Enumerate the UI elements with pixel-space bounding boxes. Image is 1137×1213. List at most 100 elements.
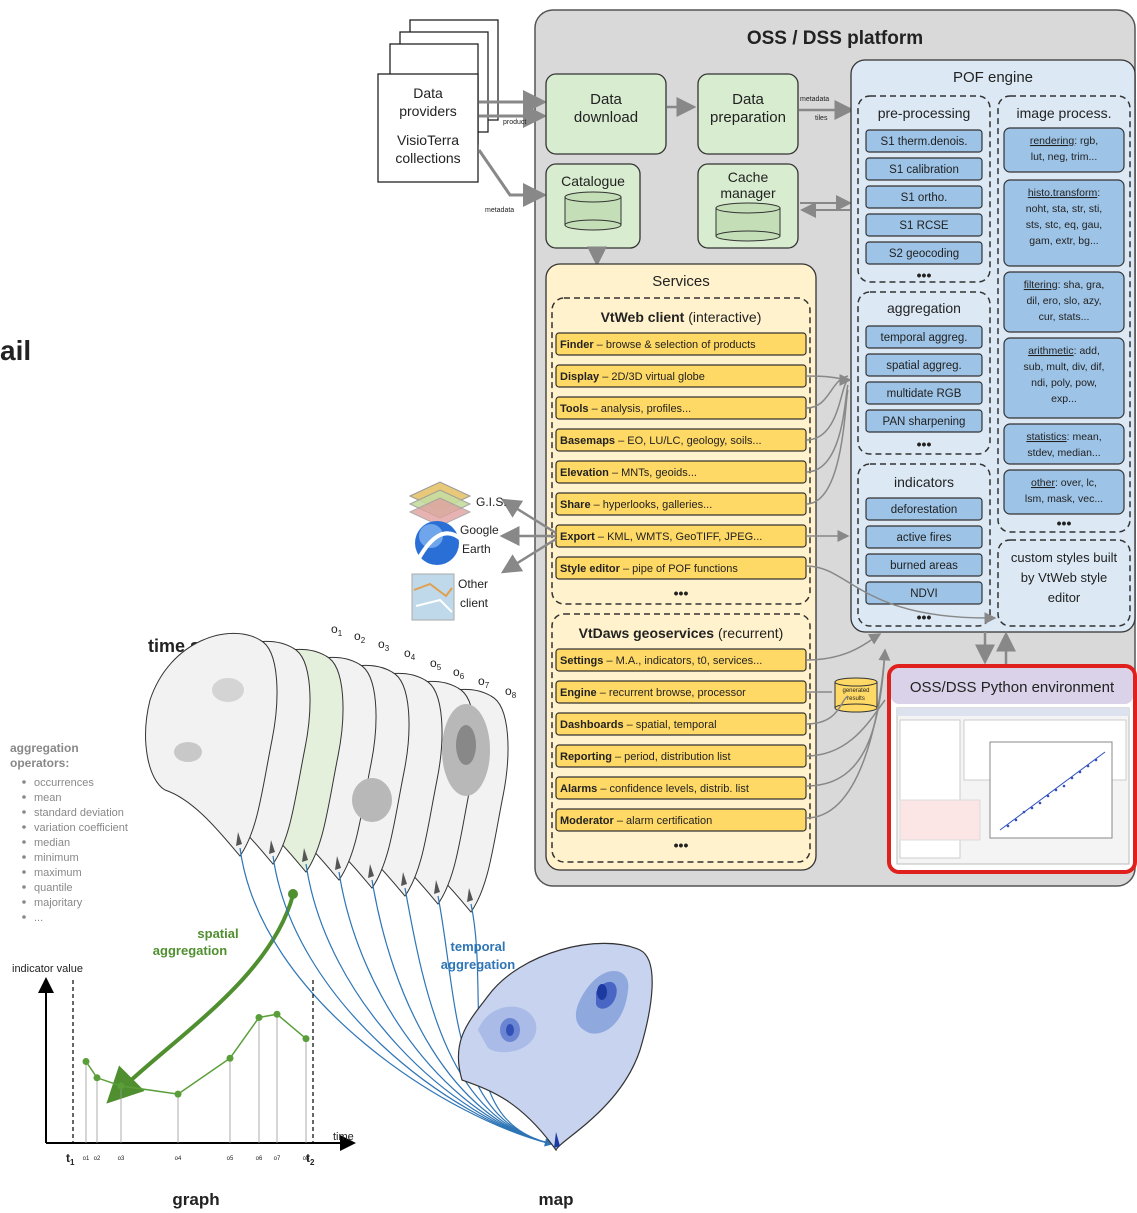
service-connectors: [805, 373, 997, 819]
layer-pixel: [335, 856, 341, 870]
image-process-group: [997, 95, 1131, 533]
agg-op-item: occurrences: [34, 777, 94, 789]
agg-op-item: standard deviation: [34, 807, 124, 819]
google-earth-icon: [415, 521, 464, 565]
image-process-block-title: histo.transform:: [1028, 187, 1100, 199]
preparation-line2: preparation: [710, 109, 786, 126]
vtweb-item-text: Share – hyperlooks, galleries...: [560, 499, 712, 511]
agg-op-item: median: [34, 837, 70, 849]
graph-tick-label: o3: [118, 1156, 125, 1162]
layer-pixel: [302, 848, 308, 862]
vtdaws-item-text: Moderator – alarm certification: [560, 815, 712, 827]
graph-tick-label: o2: [94, 1156, 101, 1162]
catalogue-db-icon: [564, 191, 622, 231]
providers-line2: providers: [399, 103, 457, 119]
graph-point: [226, 1054, 234, 1062]
google-label-1: Google: [460, 523, 499, 537]
ind-item-label: deforestation: [891, 504, 958, 516]
time-series-label: o4: [404, 646, 416, 662]
python-env-title: OSS/DSS Python environment: [910, 679, 1115, 696]
agg-item: [865, 325, 983, 349]
graph-point: [82, 1058, 90, 1065]
preprocessing-group: [857, 95, 991, 283]
temporal-aggregation-lines: [239, 847, 554, 1147]
fragment-title: ail: [0, 335, 31, 366]
python-env-screenshot: [896, 707, 1130, 865]
layer-pixel: [269, 840, 275, 854]
cache-line1: Cache: [728, 169, 769, 185]
vtdaws-item: [555, 776, 807, 800]
time-series-label: o2: [354, 629, 366, 645]
image-process-block: [1003, 469, 1125, 515]
image-process-block-title: statistics: mean,: [1026, 431, 1101, 443]
graph-point: [255, 1013, 263, 1021]
temporal-agg-line1: temporal: [451, 939, 506, 954]
image-process-block-line: stdev, median...: [1027, 447, 1100, 459]
arrow-product-label: product: [503, 119, 526, 126]
time-series-layer: [145, 632, 278, 857]
vtdaws-item-text: Engine – recurrent browse, processor: [560, 687, 746, 699]
generated-results-line1: generated: [842, 688, 869, 694]
spatial-aggregation-arrow: [106, 894, 295, 1104]
ind-item: [865, 497, 983, 521]
graph-xlabel: time: [333, 1131, 354, 1143]
catalogue-label: Catalogue: [561, 173, 625, 189]
providers-line4: collections: [395, 150, 460, 166]
graph-ylabel: indicator value: [12, 963, 83, 975]
layer-pixel: [236, 832, 242, 846]
aggregated-map: [457, 942, 653, 1152]
custom-styles-line1: custom styles built: [1011, 550, 1118, 565]
image-process-title: image process.: [1017, 105, 1112, 121]
graph-point: [93, 1074, 101, 1082]
vtweb-item-text: Display – 2D/3D virtual globe: [560, 371, 705, 383]
image-process-block-line: cur, stats...: [1039, 311, 1090, 323]
preprocessing-title: pre-processing: [878, 105, 971, 121]
bullet-icon: [22, 780, 26, 784]
preparation-line1: Data: [732, 91, 764, 108]
graph-t1-label: t1: [66, 1151, 75, 1167]
ind-item-label: burned areas: [890, 560, 958, 572]
temporal-line: [404, 887, 553, 1145]
ind-item: [865, 553, 983, 577]
custom-styles-group: [997, 539, 1131, 627]
agg-op-item: quantile: [34, 882, 73, 894]
pre-item-label: S2 geocoding: [889, 248, 959, 260]
ind-item: [865, 525, 983, 549]
layer-pixel: [434, 880, 440, 894]
agg-item: [865, 381, 983, 405]
bullet-icon: [22, 885, 26, 889]
indicators-title: indicators: [894, 474, 954, 490]
graph-point: [174, 1090, 182, 1098]
image-process-block: [1003, 337, 1125, 419]
indicators-group: [857, 463, 991, 627]
image-process-block: [1003, 127, 1125, 173]
graph-tick-label: o4: [175, 1156, 182, 1162]
temporal-line: [371, 879, 553, 1145]
generated-results-line2: results: [847, 696, 865, 702]
image-process-block-line: sts, stc, eq, gau,: [1026, 219, 1102, 231]
other-label-2: client: [460, 596, 489, 610]
image-process-block-title: other: over, lc,: [1031, 477, 1097, 489]
graph-tick-label: o8: [303, 1156, 310, 1162]
bullet-icon: [22, 810, 26, 814]
image-process-block: [1003, 179, 1125, 267]
time-series-label: o8: [505, 684, 517, 700]
agg-ops-title-1: aggregation: [10, 741, 79, 755]
gis-icon: [408, 481, 472, 527]
layer-pixel: [401, 872, 407, 886]
providers-line1: Data: [413, 85, 443, 101]
bullet-icon: [22, 855, 26, 859]
pre-item: [865, 185, 983, 209]
image-process-block-title: rendering: rgb,: [1030, 135, 1098, 147]
generated-results-db: generated results: [834, 677, 878, 713]
image-process-block: [1003, 423, 1125, 465]
layer-blob: [352, 778, 392, 822]
image-process-block-line: lut, neg, trim...: [1031, 151, 1098, 163]
vtdaws-item: [555, 808, 807, 832]
aggregation-group: [857, 291, 991, 455]
pre-item: [865, 129, 983, 153]
spatial-origin-dot: [288, 889, 298, 899]
agg-item-label: multidate RGB: [887, 388, 962, 400]
